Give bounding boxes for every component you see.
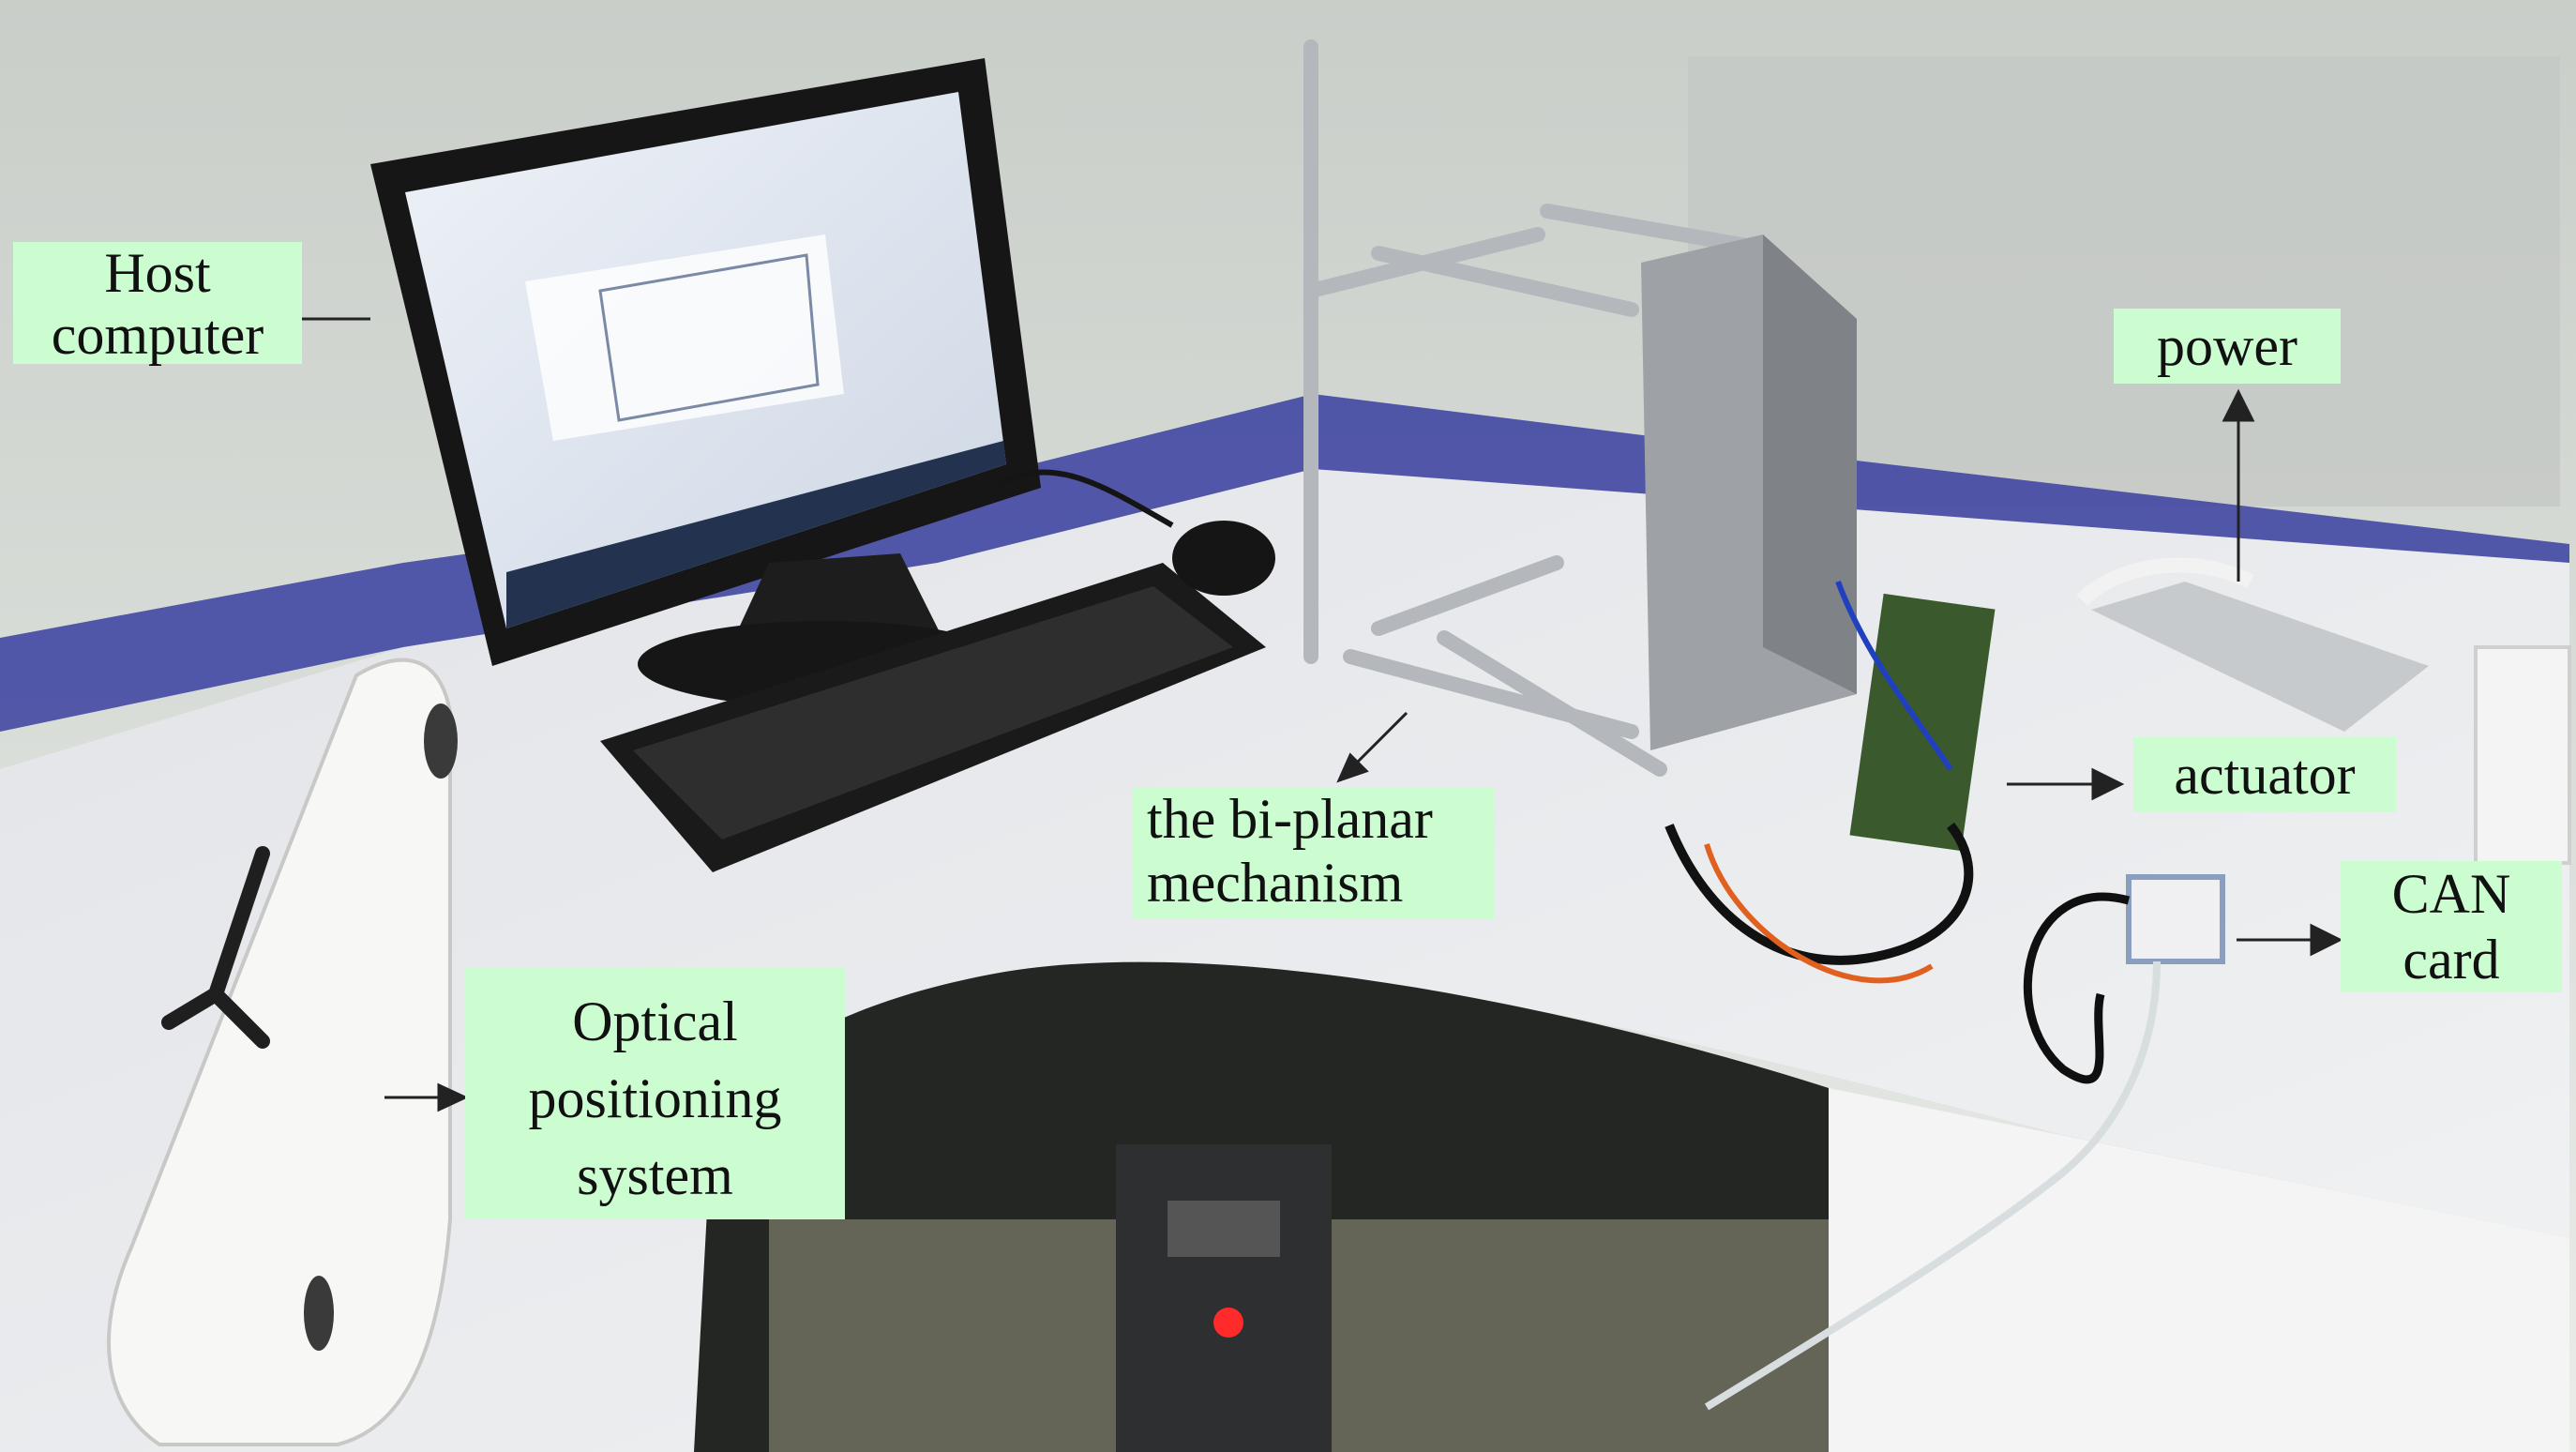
tracker-probe	[161, 846, 270, 1049]
label-power: power	[2114, 309, 2341, 384]
blue-partition-strip	[0, 394, 2569, 732]
label-can-card: CAN card	[2341, 861, 2562, 992]
label-optical-positioning-system: Optical positioning system	[465, 968, 845, 1219]
biplanar-arrow	[1348, 711, 1409, 771]
bi-planar-mechanism	[1303, 39, 1770, 777]
mouse	[1172, 521, 1275, 596]
actuator-wiring	[1665, 580, 1996, 984]
power-strip	[2474, 645, 2571, 865]
label-host-computer: Host computer	[13, 242, 302, 366]
annotation-arrows	[302, 317, 2343, 1112]
power-led	[1213, 1308, 1243, 1338]
pc-tower	[1116, 1144, 1332, 1452]
can-card-device	[2126, 874, 2225, 964]
drawer-cabinet	[1829, 1088, 2569, 1452]
power-supply	[2091, 582, 2429, 732]
label-actuator: actuator	[2133, 737, 2396, 812]
optical-tracker	[107, 658, 452, 1446]
label-bi-planar-mechanism: the bi-planar mechanism	[1132, 787, 1495, 918]
